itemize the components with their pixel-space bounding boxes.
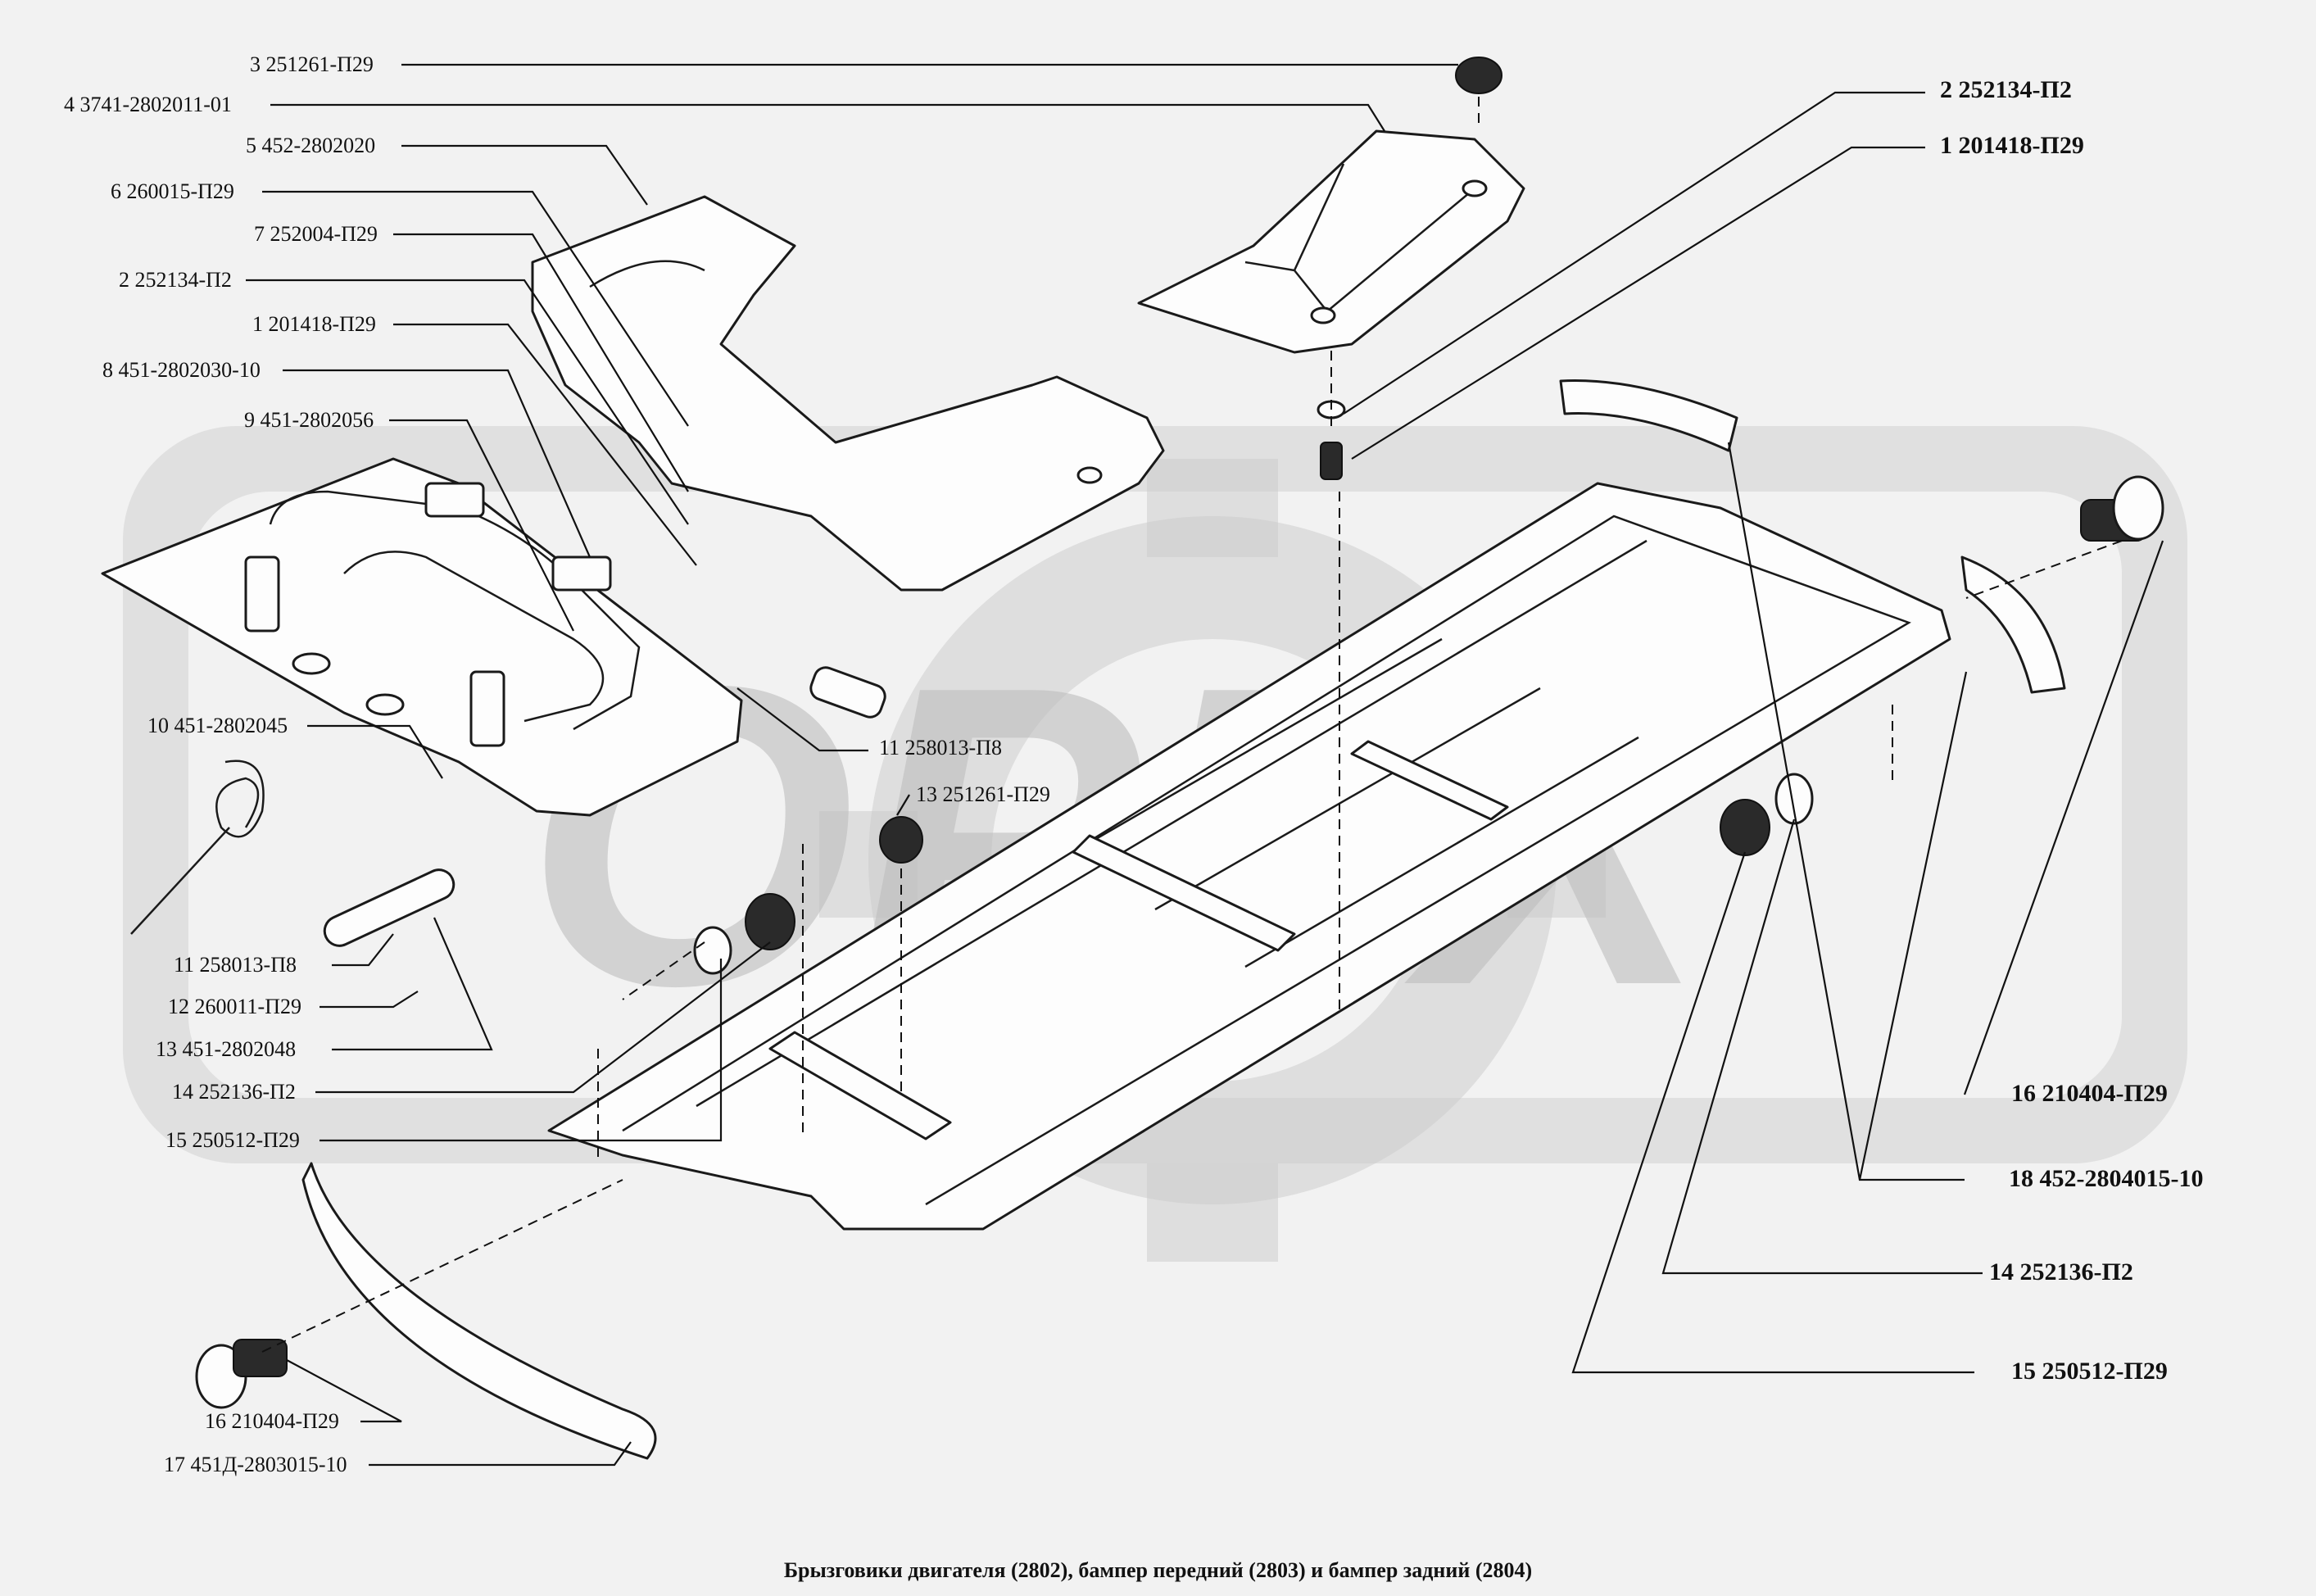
rear-bumper-right bbox=[1960, 555, 2066, 694]
rear-nut bbox=[1720, 799, 1770, 856]
diagram-caption: Брызговики двигателя (2802), бампер пере… bbox=[783, 1558, 1533, 1582]
label-part-12: 12 260011-П29 bbox=[168, 995, 301, 1018]
label-part-2: 2 252134-П2 bbox=[119, 268, 232, 292]
label-part-1: 1 201418-П29 bbox=[252, 312, 376, 336]
spring bbox=[130, 759, 265, 935]
vehicle-frame bbox=[547, 482, 1951, 1231]
label-part-14-rear: 14 252136-П2 bbox=[1989, 1258, 2133, 1285]
label-part-1-right: 1 201418-П29 bbox=[1940, 132, 2084, 159]
label-part-2-right: 2 252134-П2 bbox=[1940, 76, 2072, 103]
rear-bolt bbox=[2080, 475, 2164, 542]
label-part-7: 7 252004-П29 bbox=[254, 222, 378, 246]
label-part-18: 18 452-2804015-10 bbox=[2009, 1165, 2204, 1192]
label-part-15: 15 250512-П29 bbox=[165, 1128, 300, 1152]
front-washer bbox=[693, 926, 732, 975]
front-bolt bbox=[195, 1339, 288, 1409]
label-part-8: 8 451-2802030-10 bbox=[102, 358, 261, 382]
label-part-9: 9 451-2802056 bbox=[244, 408, 374, 432]
label-part-16-rear: 16 210404-П29 bbox=[2011, 1080, 2168, 1107]
top-nut bbox=[1455, 57, 1502, 94]
middle-nut bbox=[879, 816, 923, 864]
rear-bumper-left bbox=[1559, 379, 1738, 452]
label-part-17: 17 451Д-2803015-10 bbox=[164, 1453, 347, 1476]
front-bumper bbox=[301, 1162, 657, 1460]
label-part-6: 6 260015-П29 bbox=[111, 179, 234, 203]
label-part-16-front: 16 210404-П29 bbox=[205, 1409, 339, 1433]
right-bolt bbox=[1320, 442, 1343, 480]
leader-lines bbox=[246, 63, 2164, 1467]
right-mud-guard bbox=[1137, 129, 1525, 354]
label-part-14: 14 252136-П2 bbox=[172, 1080, 296, 1104]
label-part-11-middle: 11 258013-П8 bbox=[879, 736, 1002, 759]
left-mud-guard bbox=[101, 457, 743, 817]
assembly-lines bbox=[261, 90, 2123, 1353]
label-part-13: 13 451-2802048 bbox=[156, 1037, 297, 1061]
rear-washer bbox=[1774, 773, 1814, 825]
upper-shield bbox=[531, 195, 1165, 592]
pin bbox=[809, 666, 886, 719]
front-nut bbox=[745, 893, 795, 950]
label-part-4: 4 3741-2802011-01 bbox=[64, 93, 232, 116]
label-part-11: 11 258013-П8 bbox=[174, 953, 297, 977]
label-part-5: 5 452-2802020 bbox=[246, 134, 376, 157]
label-part-10: 10 451-2802045 bbox=[147, 714, 288, 737]
link-plate bbox=[323, 868, 455, 947]
label-part-13-middle: 13 251261-П29 bbox=[916, 782, 1050, 806]
label-part-15-rear: 15 250512-П29 bbox=[2011, 1358, 2168, 1385]
label-part-3: 3 251261-П29 bbox=[250, 52, 374, 76]
